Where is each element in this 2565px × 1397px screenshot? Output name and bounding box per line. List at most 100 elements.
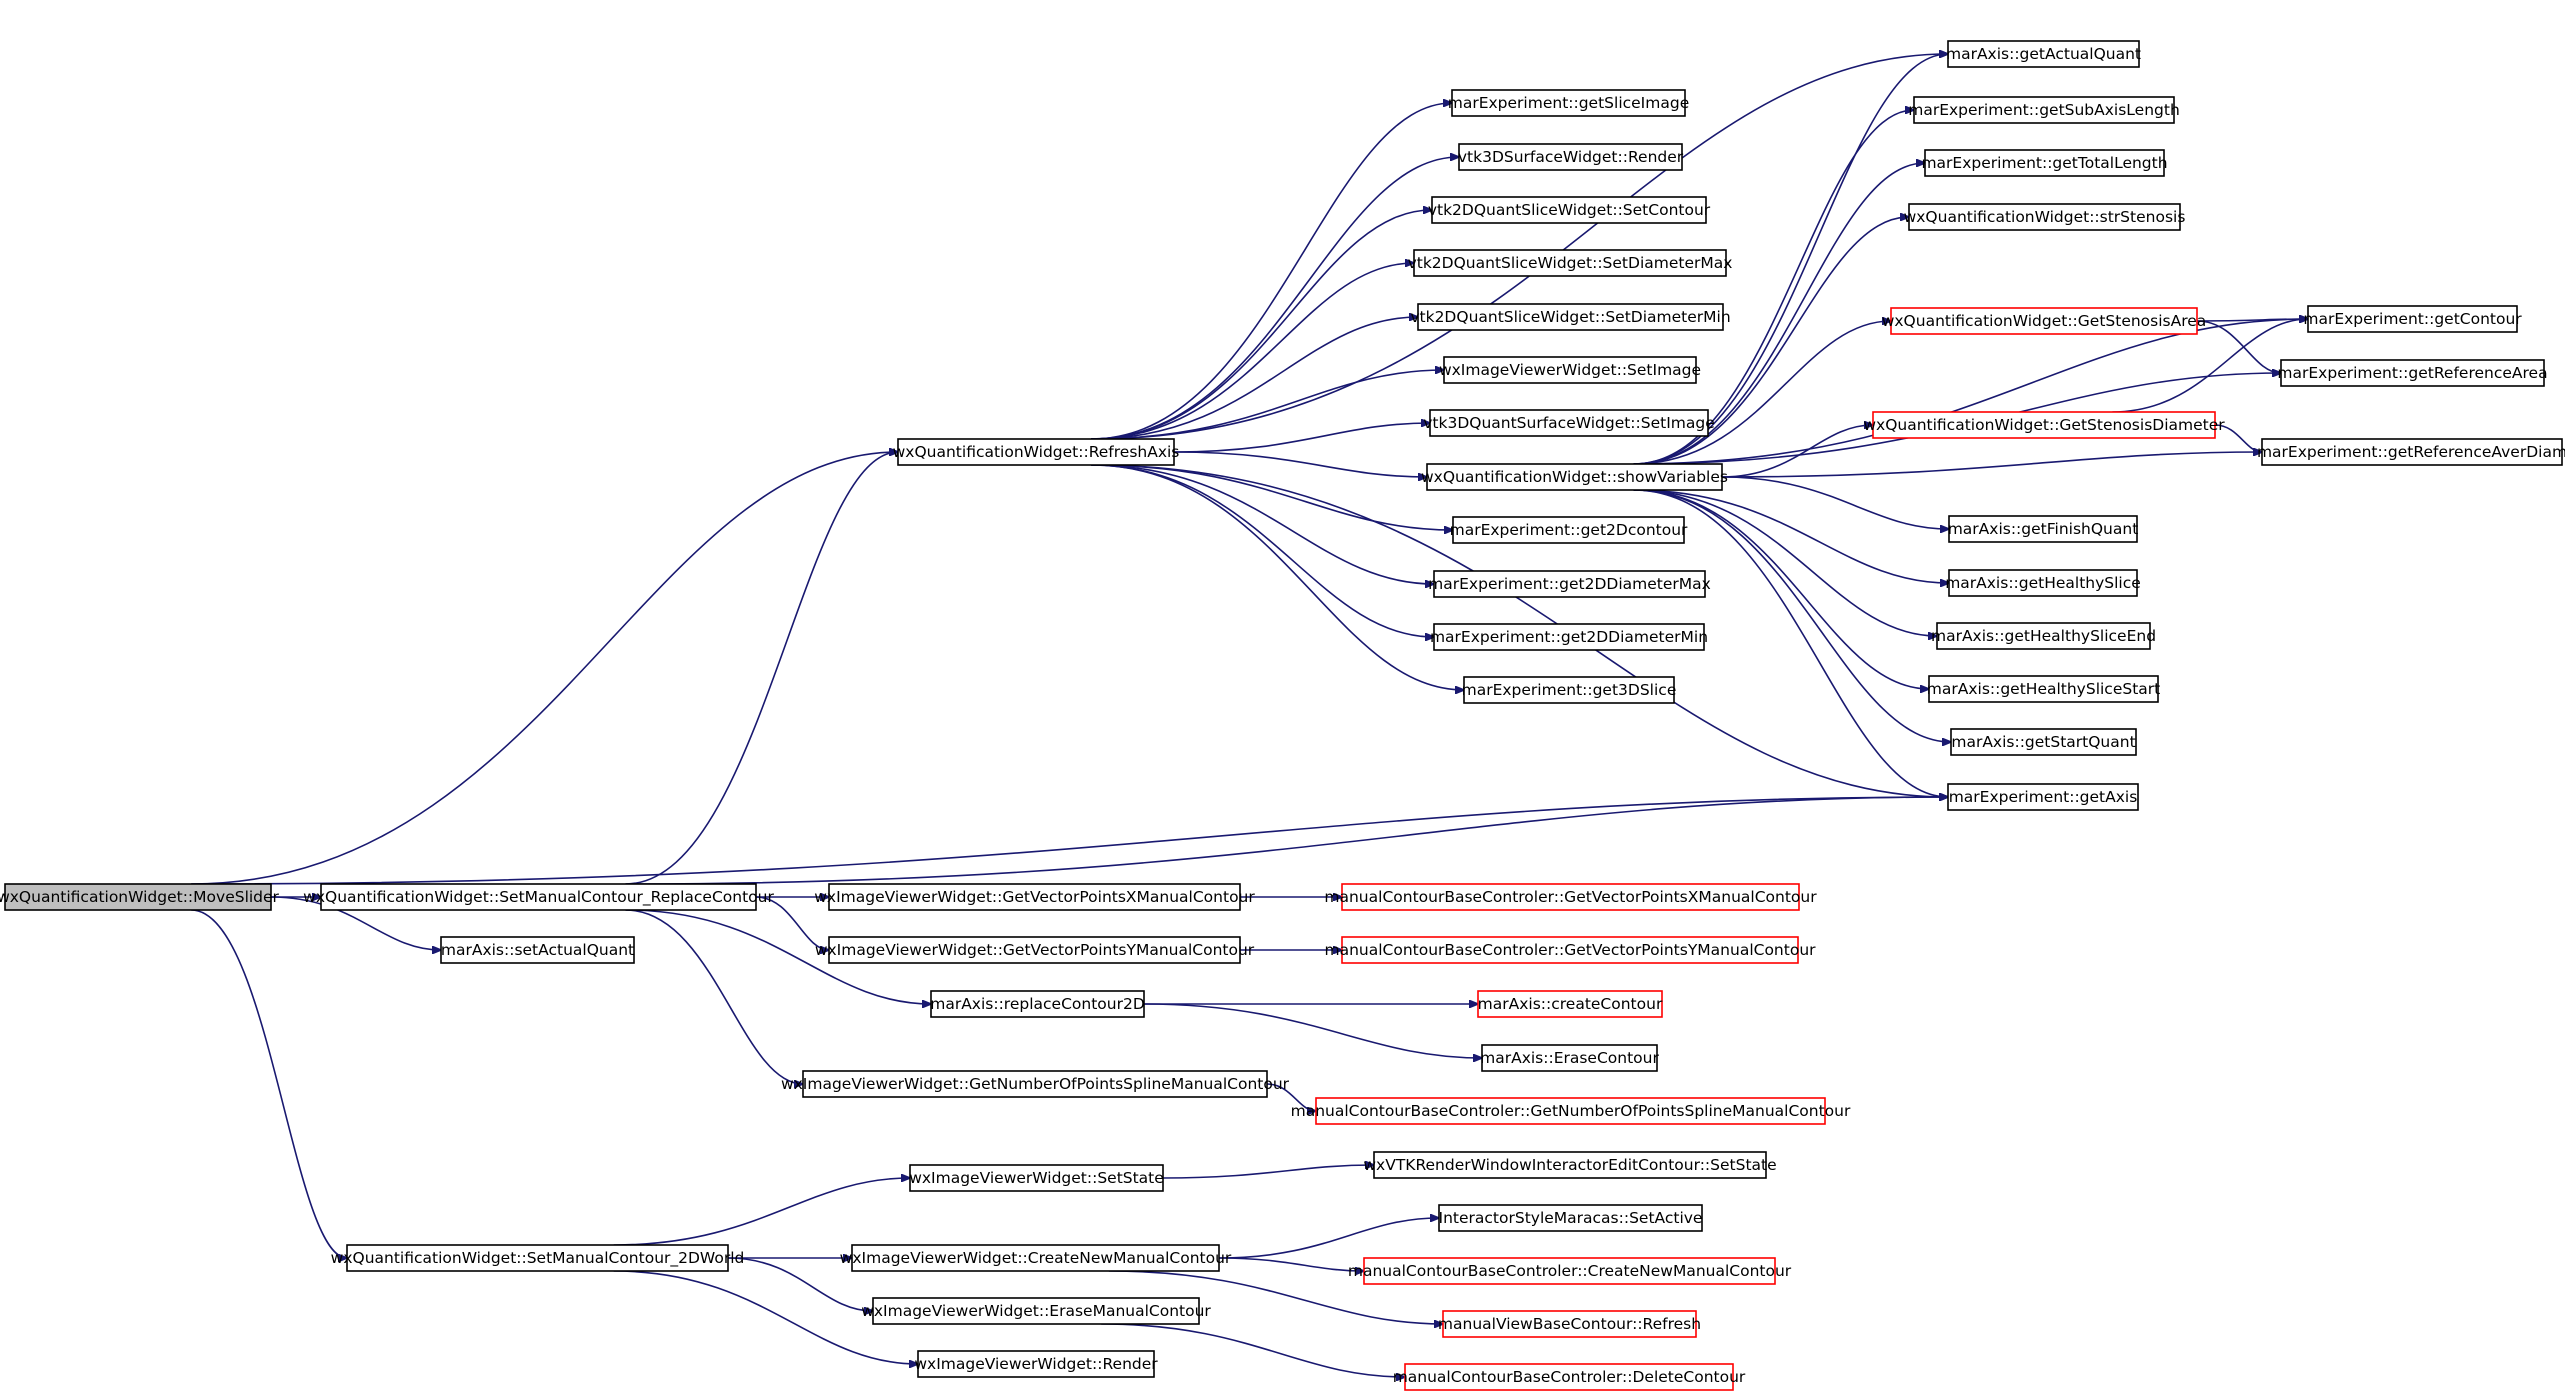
function-node-box[interactable] — [1928, 675, 2159, 703]
function-node-box[interactable] — [872, 1297, 1200, 1325]
function-node[interactable]: wxQuantificationWidget::GetStenosisDiame… — [1863, 411, 2225, 439]
function-node[interactable]: marExperiment::get2DDiameterMax — [1428, 570, 1711, 598]
function-node[interactable]: wxImageViewerWidget::SetImage — [1439, 356, 1701, 384]
function-node-box[interactable] — [1481, 1044, 1658, 1072]
function-node-box[interactable] — [1363, 1257, 1776, 1285]
function-node-box[interactable] — [2307, 305, 2518, 333]
function-node-box[interactable] — [917, 1350, 1155, 1378]
function-node[interactable]: marExperiment::getTotalLength — [1921, 149, 2168, 177]
function-node[interactable]: marAxis::getHealthySliceEnd — [1931, 622, 2156, 650]
function-node[interactable]: manualViewBaseContour::Refresh — [1438, 1310, 1701, 1338]
function-node[interactable]: wxImageViewerWidget::GetNumberOfPointsSp… — [781, 1070, 1290, 1098]
function-node[interactable]: marAxis::getHealthySlice — [1945, 569, 2141, 597]
function-node[interactable]: wxQuantificationWidget::showVariables — [1421, 463, 1728, 491]
function-node-box[interactable] — [1947, 783, 2139, 811]
function-node[interactable]: marExperiment::getContour — [2303, 305, 2522, 333]
function-node[interactable]: marExperiment::getReferenceAverDiam — [2257, 438, 2565, 466]
function-node-box[interactable] — [2261, 438, 2563, 466]
function-node-box[interactable] — [1890, 307, 2198, 335]
function-node-box[interactable] — [930, 990, 1145, 1018]
function-node-box[interactable] — [1913, 96, 2175, 124]
function-node[interactable]: marAxis::EraseContour — [1480, 1044, 1659, 1072]
function-node-box[interactable] — [1908, 203, 2181, 231]
function-node-box[interactable] — [1458, 143, 1683, 171]
function-node[interactable]: vtk3DSurfaceWidget::Render — [1458, 143, 1684, 171]
function-node[interactable]: marExperiment::get2Dcontour — [1450, 516, 1688, 544]
function-node[interactable]: wxQuantificationWidget::SetManualContour… — [303, 883, 774, 911]
function-node-box[interactable] — [1438, 1204, 1703, 1232]
function-node[interactable]: vtk2DQuantSliceWidget::SetDiameterMin — [1410, 303, 1731, 331]
function-node[interactable]: wxImageViewerWidget::SetState — [909, 1164, 1164, 1192]
function-node-box[interactable] — [1341, 883, 1800, 911]
function-node-box[interactable] — [897, 438, 1175, 466]
function-node-box[interactable] — [1341, 936, 1799, 964]
function-node[interactable]: marAxis::getActualQuant — [1946, 40, 2141, 68]
function-node[interactable]: wxQuantificationWidget::SetManualContour… — [331, 1244, 745, 1272]
function-node[interactable]: marAxis::getFinishQuant — [1948, 515, 2139, 543]
function-node[interactable]: marExperiment::get3DSlice — [1462, 676, 1677, 704]
function-node-box[interactable] — [1947, 40, 2140, 68]
function-node[interactable]: wxQuantificationWidget::GetStenosisArea — [1882, 307, 2207, 335]
function-node[interactable]: wxImageViewerWidget::GetVectorPointsYMan… — [815, 936, 1255, 964]
function-node-box[interactable] — [1452, 516, 1685, 544]
function-node-box[interactable] — [1431, 196, 1707, 224]
function-node-box[interactable] — [1413, 249, 1727, 277]
function-node-box[interactable] — [2280, 359, 2545, 387]
function-node-box[interactable] — [320, 883, 757, 911]
function-node[interactable]: manualContourBaseControler::GetVectorPoi… — [1324, 936, 1816, 964]
function-node-box[interactable] — [440, 936, 635, 964]
function-node-box[interactable] — [1924, 149, 2165, 177]
function-node[interactable]: manualContourBaseControler::GetVectorPoi… — [1324, 883, 1817, 911]
function-node-box[interactable] — [1433, 570, 1706, 598]
function-node[interactable]: marExperiment::getAxis — [1947, 783, 2139, 811]
function-node-box[interactable] — [828, 936, 1241, 964]
function-node-box[interactable] — [1463, 676, 1675, 704]
function-node-box[interactable] — [1948, 569, 2138, 597]
function-node[interactable]: marAxis::getStartQuant — [1950, 728, 2137, 756]
function-node[interactable]: vtk2DQuantSliceWidget::SetContour — [1428, 196, 1711, 224]
function-node[interactable]: vtk2DQuantSliceWidget::SetDiameterMax — [1408, 249, 1733, 277]
function-node-box[interactable] — [1426, 463, 1723, 491]
function-node[interactable]: marAxis::getHealthySliceStart — [1927, 675, 2160, 703]
function-node[interactable]: manualContourBaseControler::DeleteContou… — [1393, 1363, 1746, 1391]
function-node-box[interactable] — [1872, 411, 2216, 439]
function-node[interactable]: wxQuantificationWidget::MoveSlider — [0, 883, 280, 911]
function-node-box[interactable] — [1950, 728, 2137, 756]
function-node[interactable]: wxQuantificationWidget::strStenosis — [1904, 203, 2186, 231]
function-node-box[interactable] — [1417, 303, 1724, 331]
function-node[interactable]: manualContourBaseControler::CreateNewMan… — [1348, 1257, 1792, 1285]
function-node-box[interactable] — [1315, 1097, 1826, 1125]
function-node-box[interactable] — [1477, 990, 1663, 1018]
function-node-box[interactable] — [1404, 1363, 1734, 1391]
function-node-box[interactable] — [1433, 623, 1705, 651]
function-node-box[interactable] — [4, 883, 272, 911]
function-node-box[interactable] — [1373, 1151, 1767, 1179]
function-node-box[interactable] — [1451, 89, 1686, 117]
function-node[interactable]: vtk3DQuantSurfaceWidget::SetImage — [1423, 409, 1715, 437]
function-node[interactable]: wxQuantificationWidget::RefreshAxis — [893, 438, 1180, 466]
function-node[interactable]: wxVTKRenderWindowInteractorEditContour::… — [1363, 1151, 1777, 1179]
function-node-box[interactable] — [1442, 1310, 1697, 1338]
function-node-box[interactable] — [909, 1164, 1164, 1192]
function-node[interactable]: marAxis::replaceContour2D — [930, 990, 1145, 1018]
function-node[interactable]: wxImageViewerWidget::GetVectorPointsXMan… — [814, 883, 1255, 911]
function-node[interactable]: marAxis::setActualQuant — [440, 936, 635, 964]
function-node-box[interactable] — [1936, 622, 2151, 650]
function-node[interactable]: marExperiment::getSliceImage — [1448, 89, 1689, 117]
function-node-box[interactable] — [1948, 515, 2138, 543]
function-node-box[interactable] — [828, 883, 1241, 911]
function-node-box[interactable] — [802, 1070, 1268, 1098]
function-node[interactable]: marExperiment::getSubAxisLength — [1908, 96, 2180, 124]
function-node[interactable]: wxImageViewerWidget::CreateNewManualCont… — [840, 1244, 1232, 1272]
function-node[interactable]: manualContourBaseControler::GetNumberOfP… — [1291, 1097, 1851, 1125]
function-node-box[interactable] — [1443, 356, 1697, 384]
function-node[interactable]: marExperiment::get2DDiameterMin — [1430, 623, 1708, 651]
function-node[interactable]: wxImageViewerWidget::Render — [914, 1350, 1158, 1378]
function-node-box[interactable] — [851, 1244, 1220, 1272]
function-node[interactable]: marAxis::createContour — [1477, 990, 1663, 1018]
function-node-box[interactable] — [346, 1244, 729, 1272]
function-node[interactable]: marExperiment::getReferenceArea — [2277, 359, 2548, 387]
function-node[interactable]: InteractorStyleMaracas::SetActive — [1438, 1204, 1703, 1232]
function-node[interactable]: wxImageViewerWidget::EraseManualContour — [861, 1297, 1211, 1325]
function-node-box[interactable] — [1429, 409, 1709, 437]
